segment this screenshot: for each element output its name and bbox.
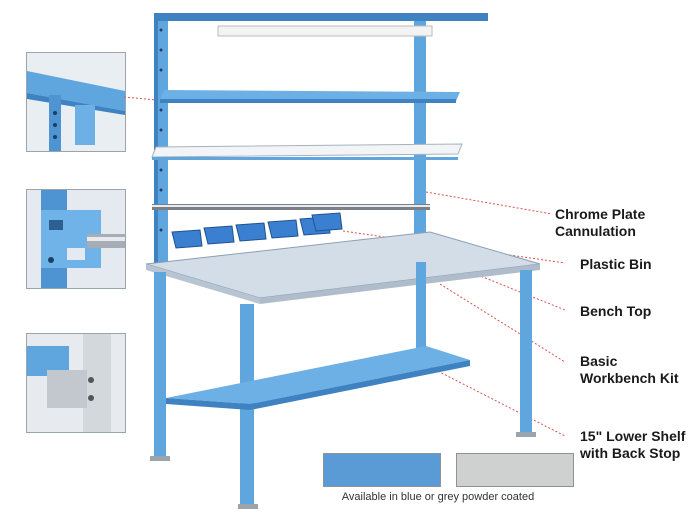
callout-bench-top: Bench Top	[580, 303, 651, 320]
callout-plastic-bin: Plastic Bin	[580, 256, 652, 273]
callout-basic-workbench-kit: Basic Workbench Kit	[580, 353, 679, 387]
detail-thumbnail-shelf-bracket	[26, 52, 126, 152]
callout-line: Cannulation	[555, 223, 636, 239]
color-swatch-grey	[456, 453, 574, 487]
callout-line: Chrome Plate	[555, 206, 646, 222]
callout-line: Workbench Kit	[580, 370, 679, 386]
callout-line: Basic	[580, 353, 618, 369]
detail-thumbnail-leg-bracket	[26, 333, 126, 433]
callout-line: Plastic Bin	[580, 256, 652, 272]
callout-lower-shelf: 15" Lower Shelf with Back Stop	[580, 428, 685, 462]
callout-line: Bench Top	[580, 303, 652, 319]
availability-caption: Available in blue or grey powder coated	[341, 491, 535, 503]
callout-chrome-plate-cannulation: Chrome Plate Cannulation	[555, 206, 645, 240]
callout-line: with Back Stop	[580, 445, 681, 461]
color-swatch-blue	[323, 453, 441, 487]
callout-line: 15" Lower Shelf	[580, 428, 686, 444]
detail-thumbnail-cannulation-bracket	[26, 189, 126, 289]
